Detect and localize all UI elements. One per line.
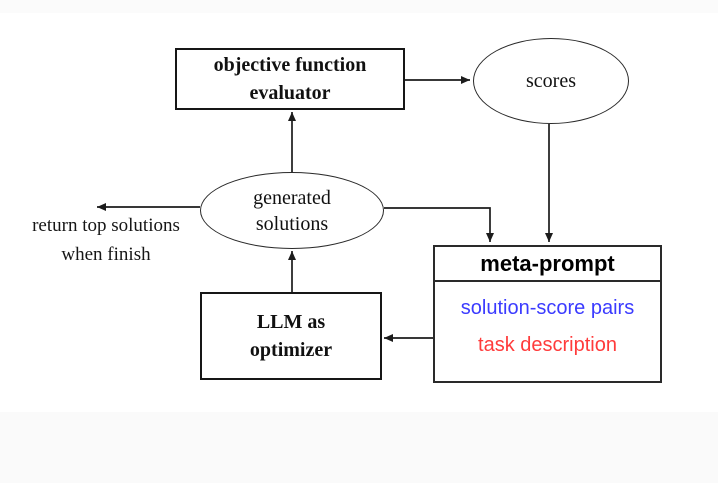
bottom-page-band: [0, 412, 718, 483]
node-label-line: objective function: [213, 54, 367, 76]
node-objective-function-evaluator: objective function evaluator: [175, 48, 405, 110]
node-scores: scores: [473, 38, 629, 124]
node-label-line: generated: [253, 186, 331, 209]
meta-prompt-item-task-description: task description: [478, 334, 617, 356]
return-note: return top solutions when finish: [4, 211, 208, 270]
node-llm-as-optimizer: LLM as optimizer: [200, 292, 382, 380]
top-page-band: [0, 0, 718, 13]
node-generated-solutions: generated solutions: [200, 172, 384, 249]
arrow-solutions-to-metaprompt: [384, 207, 494, 242]
node-label-line: evaluator: [249, 82, 331, 104]
return-note-line: return top solutions: [32, 215, 180, 236]
node-label-line: LLM as: [256, 311, 326, 333]
node-label-line: solutions: [255, 212, 329, 235]
return-note-line: when finish: [61, 244, 151, 266]
node-label: scores: [526, 70, 576, 92]
node-label-line: optimizer: [249, 339, 333, 361]
node-meta-prompt: meta-prompt solution-score pairs task de…: [433, 245, 662, 383]
meta-prompt-item-solution-score-pairs: solution-score pairs: [460, 297, 635, 319]
meta-prompt-title: meta-prompt: [435, 247, 660, 282]
